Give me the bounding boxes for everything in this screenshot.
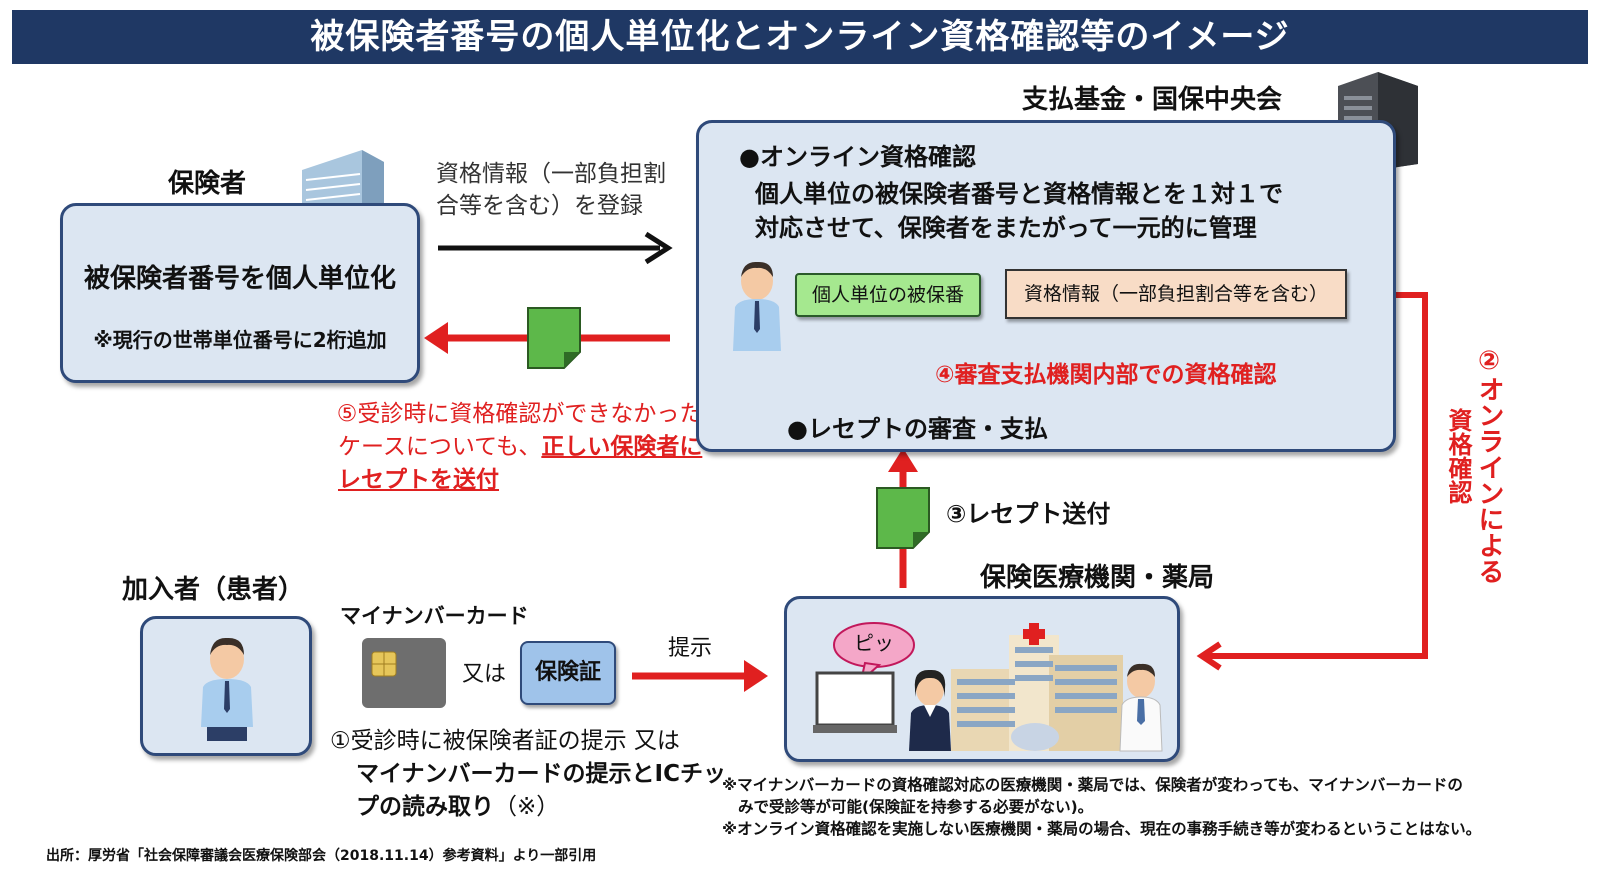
insurer-label: 保険者 (168, 169, 247, 199)
qualification-info-box: 資格情報（一部負担割合等を含む） (1005, 269, 1347, 319)
step2-sub-label: 資格確認 (1444, 408, 1472, 504)
source-note: 出所：厚労省「社会保障審議会医療保険部会（2018.11.14）参考資料」より一… (46, 848, 597, 864)
fund-desc-line1: 個人単位の被保険者番号と資格情報とを１対１で (755, 180, 1283, 208)
person-icon (729, 259, 785, 351)
hospital-label: 保険医療機関・薬局 (980, 563, 1215, 593)
step5-text: ⑤受診時に資格確認ができなかった ケースについても、正しい保険者に レセプトを送… (328, 398, 703, 497)
fund-description: 個人単位の被保険者番号と資格情報とを１対１で 対応させて、保険者をまたがって一元… (755, 177, 1283, 245)
register-arrow-head (644, 231, 673, 265)
step1-line3-plain: （※） (494, 794, 560, 820)
card-reader-terminal-icon (813, 671, 897, 737)
insurer-main-text: 被保険者番号を個人単位化 (83, 264, 396, 294)
step2-main-label: ②オンラインによる (1474, 346, 1504, 584)
hospital-panel: ピッ (784, 596, 1180, 762)
present-label: 提示 (668, 636, 713, 661)
or-text: 又は (462, 662, 507, 687)
present-arrow-head (744, 660, 768, 692)
footnotes: ※マイナンバーカードの資格確認対応の医療機関・薬局では、保険者が変わっても、マイ… (722, 774, 1481, 840)
page-title: 被保険者番号の個人単位化とオンライン資格確認等のイメージ (12, 10, 1588, 64)
insurance-card: 保険証 (520, 641, 616, 705)
return-arrow-head (424, 322, 448, 354)
note1-line2: みで受診等が可能(保険証を持参する必要がない)。 (738, 798, 1094, 816)
fund-label: 支払基金・国保中央会 (1022, 85, 1283, 115)
note1-line1: ※マイナンバーカードの資格確認対応の医療機関・薬局では、保険者が変わっても、マイ… (722, 776, 1463, 794)
register-note-line1: 資格情報（一部負担割 (436, 161, 666, 187)
step1-text: ①受診時に被保険者証の提示 又は マイナンバーカードの提示とICチッ プの読み取… (330, 725, 726, 824)
insurer-sub-text: ※現行の世帯単位番号に2桁追加 (93, 328, 387, 352)
receptionist-icon (905, 667, 955, 751)
patient-label: 加入者（患者） (122, 575, 305, 605)
fund-desc-line2: 対応させて、保険者をまたがって一元的に管理 (755, 214, 1257, 242)
step5-line3: レセプトを送付 (338, 467, 499, 493)
mynumber-card-label: マイナンバーカード (340, 604, 529, 628)
step1-line2: マイナンバーカードの提示とICチッ (356, 761, 726, 787)
receipt-document-icon (527, 307, 581, 369)
receipt-send-document-icon (876, 487, 930, 549)
step1-line3-bold: プの読み取り (356, 794, 494, 820)
step4-label: ④審査支払機関内部での資格確認 (935, 362, 1277, 388)
ic-card-icon (362, 638, 446, 708)
patient-person-icon (197, 635, 257, 741)
hospital-building-icon (949, 619, 1125, 751)
step1-line1: ①受診時に被保険者証の提示 又は (330, 728, 680, 754)
step3-arrow-head (888, 448, 918, 472)
step5-line2-plain: ケースについても、 (338, 434, 542, 460)
individual-insured-number-box: 個人単位の被保番 (795, 273, 981, 317)
bubble-text: ピッ (854, 631, 894, 655)
fund-panel: ●オンライン資格確認 個人単位の被保険者番号と資格情報とを１対１で 対応させて、… (696, 120, 1396, 452)
step5-line2-emph: 正しい保険者に (541, 434, 703, 460)
register-note-line2: 合等を含む）を登録 (436, 193, 643, 219)
receipt-review-heading: ●レセプトの審査・支払 (787, 415, 1048, 443)
online-check-heading: ●オンライン資格確認 (739, 143, 976, 171)
patient-panel (140, 616, 312, 756)
step5-line1: ⑤受診時に資格確認ができなかった (336, 401, 703, 427)
insurer-panel: 被保険者番号を個人単位化 ※現行の世帯単位番号に2桁追加 (60, 203, 420, 383)
note2: ※オンライン資格確認を実施しない医療機関・薬局の場合、現在の事務手続き等が変わる… (722, 820, 1482, 838)
step2-arrow-head-bottom (1196, 641, 1222, 671)
register-note: 資格情報（一部負担割 合等を含む）を登録 (436, 158, 666, 222)
step3-label: ③レセプト送付 (946, 500, 1111, 528)
doctor-icon (1117, 661, 1165, 752)
